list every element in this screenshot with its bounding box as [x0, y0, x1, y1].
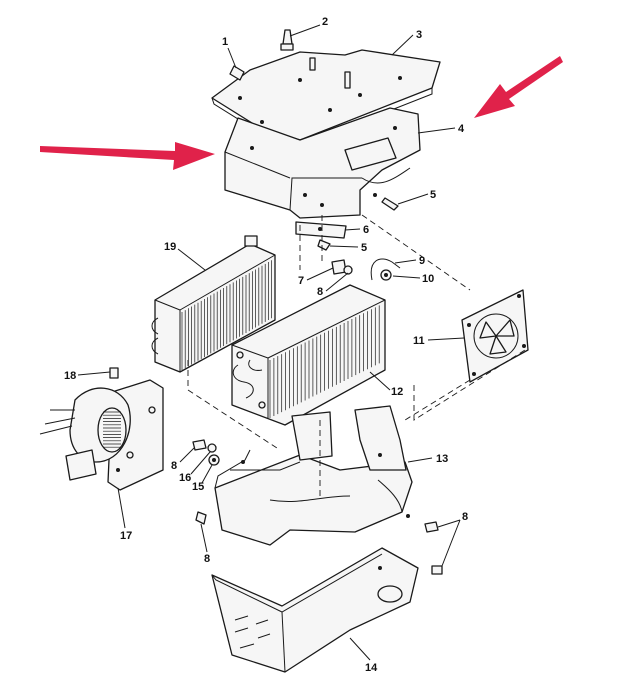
callout-11: 11	[413, 335, 425, 347]
callout-5-upper: 5	[430, 189, 436, 201]
callout-14: 14	[365, 662, 378, 674]
callout-4: 4	[458, 123, 465, 135]
callout-13: 13	[436, 453, 448, 465]
screws-part-7-8	[331, 259, 353, 275]
fan-guard-part-11	[461, 289, 529, 383]
callout-3: 3	[416, 29, 422, 41]
assembly-lines	[187, 214, 526, 500]
red-arrow-down-left	[474, 56, 563, 118]
callout-16: 16	[179, 472, 191, 484]
screw-part-1	[229, 65, 245, 81]
tube-part-9	[370, 258, 401, 281]
callout-9: 9	[419, 255, 425, 267]
highlight-arrows	[40, 56, 563, 170]
bracket-part-6	[295, 221, 347, 239]
evaporator-housing	[224, 107, 421, 219]
callout-8-d: 8	[204, 553, 210, 565]
bottom-cover-part-14	[211, 547, 419, 673]
callout-17: 17	[120, 530, 132, 542]
hardware-8-15-16	[192, 439, 443, 575]
red-arrow-right	[40, 142, 215, 170]
fitting-part-2	[280, 29, 294, 51]
callout-labels: 1 2 3 4 5 6 5 19 9 7 8 10 11 12 18 13 8 …	[64, 16, 468, 674]
blower-assembly	[39, 367, 164, 491]
leader-lines	[77, 24, 465, 661]
callout-8-c: 8	[462, 511, 468, 523]
heater-coil-19	[151, 235, 276, 373]
callout-18: 18	[64, 370, 76, 382]
callout-8-b: 8	[171, 460, 177, 472]
callout-6: 6	[363, 224, 369, 236]
callout-12: 12	[391, 386, 403, 398]
callout-7: 7	[298, 275, 304, 287]
top-cover-plate	[211, 49, 441, 147]
callout-5-lower: 5	[361, 242, 367, 254]
callout-15: 15	[192, 481, 204, 493]
callout-19: 19	[164, 241, 176, 253]
callout-10: 10	[422, 273, 434, 285]
callout-1: 1	[222, 36, 228, 48]
callout-2: 2	[322, 16, 328, 28]
clip-part-5	[317, 197, 399, 251]
callout-8-a: 8	[317, 286, 323, 298]
evaporator-coil-12	[231, 284, 386, 426]
lower-tray-part-13	[214, 405, 413, 546]
